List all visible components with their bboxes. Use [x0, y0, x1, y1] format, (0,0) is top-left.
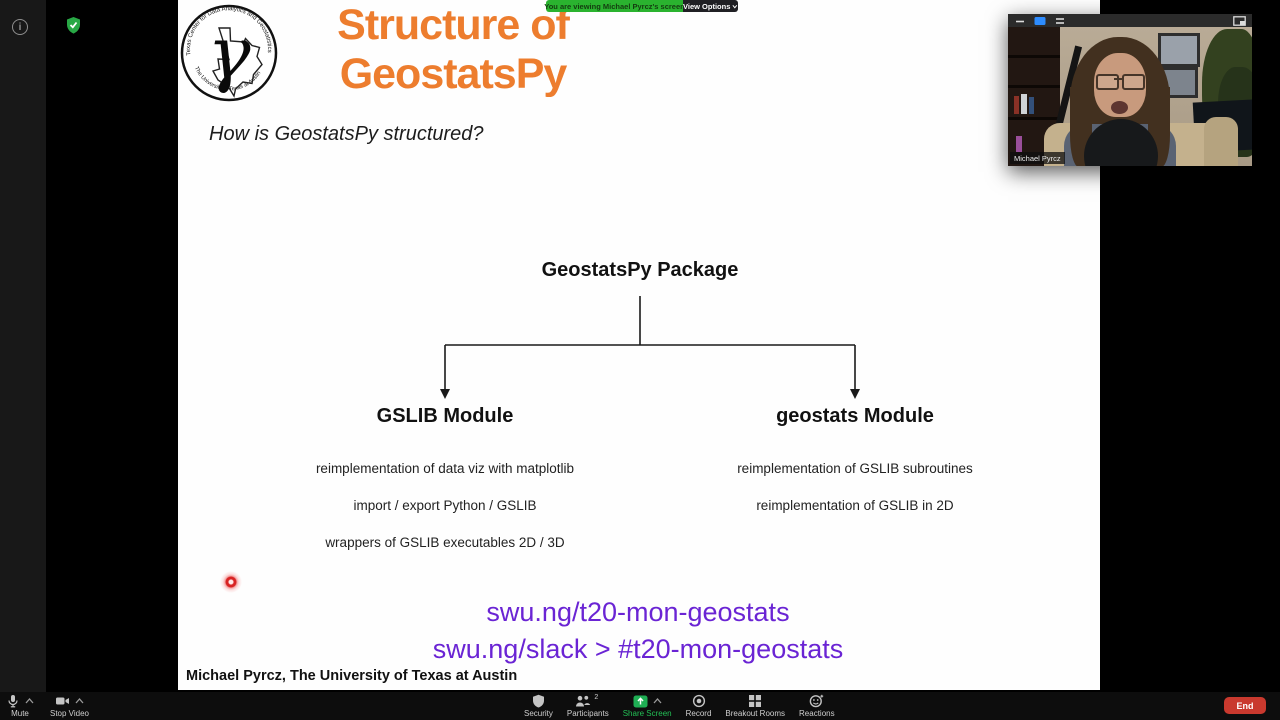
security-button[interactable]: Security [524, 694, 553, 718]
texas-geostatistics-logo: Texas Center for Data Analytics and Geos… [180, 4, 278, 102]
mute-button[interactable]: Mute [6, 694, 34, 718]
slide-title: Structure of GeostatsPy [288, 1, 618, 99]
participants-icon [576, 695, 591, 707]
chevron-up-icon[interactable] [75, 698, 84, 704]
view-options-label: View Options [683, 1, 731, 11]
shared-slide: Texas Center for Data Analytics and Geos… [178, 0, 1100, 690]
laser-pointer-dot [220, 571, 242, 593]
link-short-url: swu.ng/t20-mon-geostats [486, 597, 790, 627]
slide-subtitle: How is GeostatsPy structured? [209, 123, 484, 145]
participants-button[interactable]: 2 Participants [566, 693, 609, 719]
maximize-icon[interactable] [1034, 16, 1046, 26]
breakout-rooms-icon [749, 695, 762, 707]
left-item: wrappers of GSLIB executables 2D / 3D [325, 535, 565, 550]
zoom-toolbar: Mute Stop Video Security [0, 692, 1280, 720]
right-item: reimplementation of GSLIB subroutines [737, 461, 973, 476]
breakout-rooms-label: Breakout Rooms [725, 709, 786, 718]
window-edge-strip [0, 0, 46, 692]
security-shield-icon [532, 694, 544, 708]
webcam-video-window[interactable]: Michael Pyrcz [1008, 14, 1252, 166]
chevron-up-icon[interactable] [653, 698, 662, 704]
arrowhead-right [850, 389, 860, 399]
stop-video-button[interactable]: Stop Video [50, 694, 89, 718]
screen-share-status-banner: You are viewing Michael Pyrcz's screen [544, 0, 685, 12]
left-item: reimplementation of data viz with matplo… [315, 461, 575, 476]
course-links: swu.ng/t20-mon-geostats swu.ng/slack > #… [278, 594, 998, 668]
record-label: Record [685, 709, 712, 718]
chevron-up-icon[interactable] [25, 698, 34, 704]
record-icon [692, 694, 705, 708]
arrowhead-left [440, 389, 450, 399]
menu-icon[interactable] [1055, 16, 1065, 26]
participants-count: 2 [594, 693, 599, 701]
security-label: Security [524, 709, 553, 718]
stop-video-label: Stop Video [50, 709, 89, 718]
glasses [1122, 74, 1145, 90]
view-mode-icon[interactable] [1233, 15, 1246, 26]
reactions-label: Reactions [799, 709, 835, 718]
slide-title-line2: GeostatsPy [339, 50, 568, 98]
breakout-rooms-button[interactable]: Breakout Rooms [725, 694, 785, 718]
minimize-icon[interactable] [1015, 16, 1025, 26]
view-options-button[interactable]: View Options [683, 0, 738, 12]
encryption-shield-icon[interactable] [65, 16, 82, 35]
share-screen-button[interactable]: Share Screen [623, 694, 672, 718]
info-icon[interactable]: i [12, 19, 28, 35]
mic-icon [8, 695, 18, 708]
webcam-video-feed: Michael Pyrcz [1008, 27, 1252, 166]
record-button[interactable]: Record [685, 694, 712, 718]
camera-icon [56, 697, 69, 705]
logo-gamma-glyph: γ [207, 11, 251, 95]
slide-footer-credit: Michael Pyrcz, The University of Texas a… [186, 668, 518, 684]
webcam-titlebar[interactable] [1008, 14, 1252, 27]
diagram-left-node: GSLIB Module [376, 405, 514, 427]
wall-picture-frame [1158, 33, 1200, 67]
mute-label: Mute [11, 709, 29, 718]
glasses [1114, 78, 1123, 80]
participant-name-label: Michael Pyrcz [1010, 152, 1065, 164]
left-item: import / export Python / GSLIB [353, 498, 537, 513]
couch [1204, 117, 1238, 166]
chevron-down-icon [732, 4, 738, 8]
glasses [1096, 74, 1119, 90]
reactions-button[interactable]: Reactions [799, 694, 835, 718]
diagram-root-node: GeostatsPy Package [541, 259, 739, 281]
share-screen-label: Share Screen [622, 709, 672, 718]
right-item: reimplementation of GSLIB in 2D [756, 498, 954, 513]
diagram-connectors [440, 296, 860, 399]
slide-title-line1: Structure of [337, 1, 570, 49]
share-screen-icon [633, 695, 648, 707]
end-meeting-button[interactable]: End [1224, 697, 1266, 714]
participants-label: Participants [566, 709, 609, 718]
link-slack-channel: swu.ng/slack > #t20-mon-geostats [432, 634, 844, 664]
reactions-icon [809, 694, 824, 708]
texas-outline [211, 27, 263, 98]
speaker-mouth [1111, 101, 1128, 114]
diagram-right-node: geostats Module [776, 405, 934, 427]
